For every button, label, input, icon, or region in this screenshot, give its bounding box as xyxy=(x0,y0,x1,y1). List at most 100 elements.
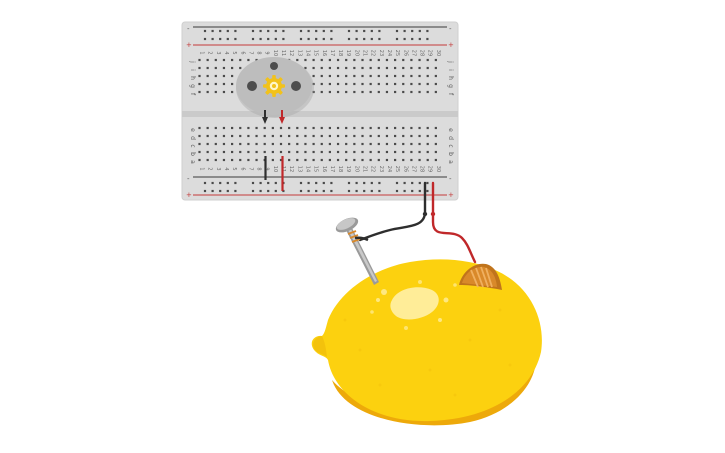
breadboard-hole xyxy=(361,134,364,138)
breadboard-hole xyxy=(214,58,217,62)
column-number: 5 xyxy=(231,167,237,170)
breadboard-hole xyxy=(296,58,299,62)
breadboard-hole xyxy=(239,158,242,162)
breadboard-hole xyxy=(370,181,373,185)
breadboard-hole xyxy=(330,189,333,193)
breadboard-hole xyxy=(411,181,414,185)
breadboard-hole xyxy=(434,150,437,154)
breadboard-hole xyxy=(296,150,299,154)
column-number: 11 xyxy=(280,50,286,56)
breadboard-hole xyxy=(418,58,421,62)
breadboard-hole xyxy=(394,66,397,70)
breadboard-hole xyxy=(347,29,351,33)
breadboard-hole xyxy=(369,134,372,138)
breadboard-hole xyxy=(315,37,318,41)
breadboard-hole xyxy=(361,82,364,86)
breadboard-hole xyxy=(402,158,405,162)
breadboard-hole xyxy=(418,66,421,70)
column-number: 2 xyxy=(207,167,213,170)
breadboard-hole xyxy=(385,134,389,138)
breadboard-hole xyxy=(402,142,405,146)
column-number: 25 xyxy=(394,166,400,172)
breadboard-hole xyxy=(363,181,366,185)
center-channel xyxy=(182,111,458,117)
breadboard-hole xyxy=(320,90,323,94)
breadboard-hole xyxy=(263,126,266,130)
breadboard-hole xyxy=(402,66,405,70)
galvanized-nail[interactable] xyxy=(334,214,379,285)
copper-electrode[interactable] xyxy=(459,263,502,290)
breadboard-hole xyxy=(426,29,429,33)
breadboard-hole xyxy=(279,150,283,154)
breadboard-hole xyxy=(239,126,242,130)
breadboard-hole xyxy=(347,181,351,185)
row-letter: j xyxy=(189,60,196,63)
column-number: 18 xyxy=(337,50,343,56)
breadboard-hole xyxy=(267,181,270,185)
row-letter: h xyxy=(447,76,454,80)
breadboard-hole xyxy=(353,66,356,70)
breadboard-hole xyxy=(279,158,283,162)
breadboard-hole xyxy=(251,37,255,41)
breadboard-hole xyxy=(336,66,340,70)
breadboard-hole xyxy=(418,181,421,185)
breadboard-hole xyxy=(330,29,333,33)
breadboard-hole xyxy=(370,29,373,33)
breadboard-hole xyxy=(299,37,303,41)
lemon-body xyxy=(311,259,542,422)
breadboard-hole xyxy=(385,66,389,70)
breadboard-hole xyxy=(251,181,255,185)
wire-black xyxy=(358,181,427,242)
breadboard-hole xyxy=(369,126,372,130)
breadboard-hole xyxy=(369,82,372,86)
column-number: 26 xyxy=(402,166,408,172)
breadboard-hole xyxy=(214,134,217,138)
breadboard-hole xyxy=(231,74,234,78)
breadboard-hole xyxy=(377,82,380,86)
breadboard-hole xyxy=(353,74,356,78)
breadboard-hole xyxy=(394,142,397,146)
breadboard-hole xyxy=(288,126,291,130)
lemon[interactable] xyxy=(311,259,542,426)
breadboard-hole xyxy=(206,74,209,78)
breadboard-hole xyxy=(203,29,207,33)
breadboard-hole xyxy=(296,126,299,130)
breadboard-hole xyxy=(288,142,291,146)
breadboard-hole xyxy=(322,37,325,41)
column-number: 24 xyxy=(386,50,392,56)
breadboard-hole xyxy=(274,189,277,193)
column-number: 23 xyxy=(378,166,384,172)
column-number: 18 xyxy=(337,166,343,172)
breadboard-hole xyxy=(320,58,323,62)
breadboard-hole xyxy=(410,58,413,62)
breadboard-hole xyxy=(214,142,217,146)
row-letter: b xyxy=(189,152,196,156)
breadboard-hole xyxy=(328,134,331,138)
column-number: 6 xyxy=(239,167,245,170)
breadboard-hole xyxy=(198,58,201,62)
column-number: 7 xyxy=(247,51,253,54)
breadboard-hole xyxy=(211,37,214,41)
column-number: 1 xyxy=(199,51,205,54)
breadboard-hole xyxy=(426,181,429,185)
breadboard-hole xyxy=(402,126,405,130)
rail-minus-label: - xyxy=(449,25,452,33)
dc-motor[interactable] xyxy=(236,57,314,124)
breadboard-hole xyxy=(231,58,234,62)
breadboard-hole xyxy=(203,181,207,185)
rail-plus-label: + xyxy=(186,191,192,199)
column-number: 17 xyxy=(329,50,335,56)
breadboard-hole xyxy=(426,37,429,41)
breadboard-hole xyxy=(361,58,364,62)
breadboard-hole xyxy=(353,82,356,86)
breadboard-hole xyxy=(299,189,303,193)
column-number: 29 xyxy=(427,166,433,172)
breadboard-hole xyxy=(403,29,406,33)
breadboard-hole xyxy=(418,37,421,41)
breadboard-hole xyxy=(271,126,274,130)
breadboard-hole xyxy=(369,142,372,146)
breadboard-hole xyxy=(247,134,250,138)
breadboard-hole xyxy=(402,82,405,86)
row-letter: b xyxy=(447,152,454,156)
